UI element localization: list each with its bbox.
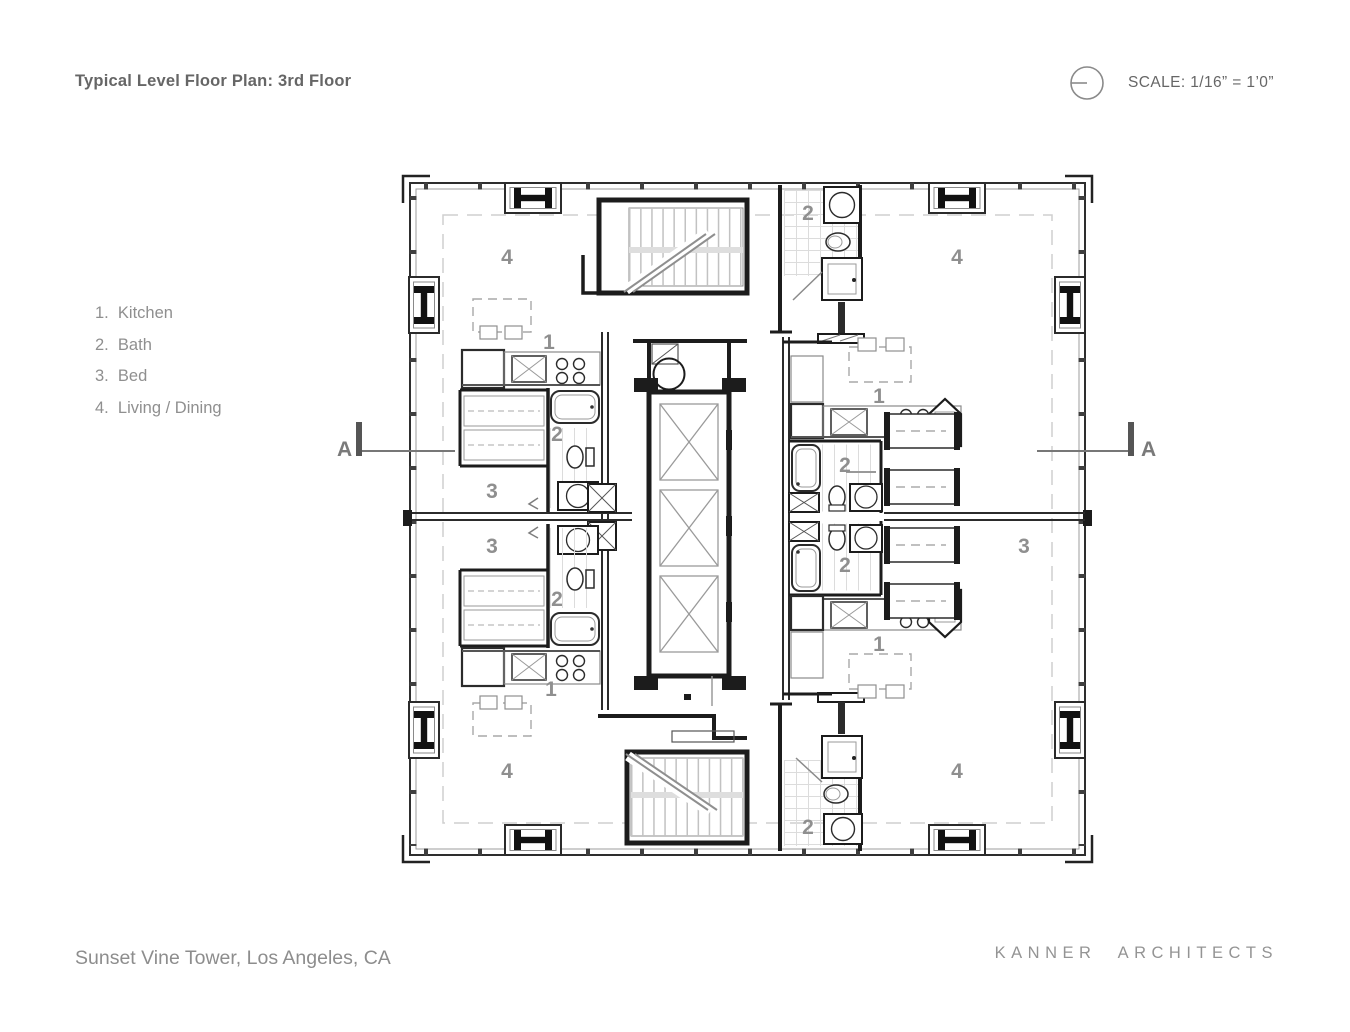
room-label-4: 4 [951,760,963,783]
room-label-2: 2 [551,423,563,446]
section-marker-a-right: A [1141,438,1157,461]
bathroom-bottom [770,692,865,851]
stairwell-bottom [598,714,750,846]
room-label-2: 2 [839,554,851,577]
elevator-core [633,339,747,706]
section-cut-lines [356,422,1134,456]
room-legend: 1. Kitchen 2. Bath 3. Bed 4. Living / Di… [95,298,222,424]
legend-item-bed: 3. Bed [95,367,148,385]
unit-left-upper [458,298,617,513]
stairwell-top [581,197,750,296]
north-scale-icon [1070,66,1104,100]
room-label-4: 4 [501,246,513,269]
room-label-1: 1 [543,331,555,354]
legend-item-kitchen: 1. Kitchen [95,304,173,322]
bathroom-top [770,185,865,344]
room-label-2: 2 [802,816,814,839]
room-label-1: 1 [873,385,885,408]
legend-item-bath: 2. Bath [95,335,152,354]
room-label-3: 3 [1018,535,1030,558]
room-label-3: 3 [486,480,498,503]
room-label-4: 4 [951,246,963,269]
scale-note: SCALE: 1/16” = 1’0” [1068,64,1274,102]
firm-logotype: KANNER ARCHITECTS [994,944,1278,962]
room-label-2: 2 [802,202,814,225]
unit-left-lower [458,521,617,737]
page-title: Typical Level Floor Plan: 3rd Floor [75,72,352,90]
scale-text: SCALE: 1/16” = 1’0” [1128,74,1274,91]
room-label-2: 2 [839,454,851,477]
project-title: Sunset Vine Tower, Los Angeles, CA [75,947,391,969]
steel-columns [408,182,1086,856]
room-label-1: 1 [545,678,557,701]
room-label-3: 3 [486,535,498,558]
section-marker-a-left: A [337,438,353,461]
room-label-4: 4 [501,760,513,783]
beds [884,412,960,620]
door-swing-arrows [527,497,539,539]
demising-walls [412,332,1085,710]
room-label-1: 1 [873,633,885,656]
legend-item-living-dining: 4. Living / Dining [95,398,222,417]
room-label-2: 2 [551,588,563,611]
